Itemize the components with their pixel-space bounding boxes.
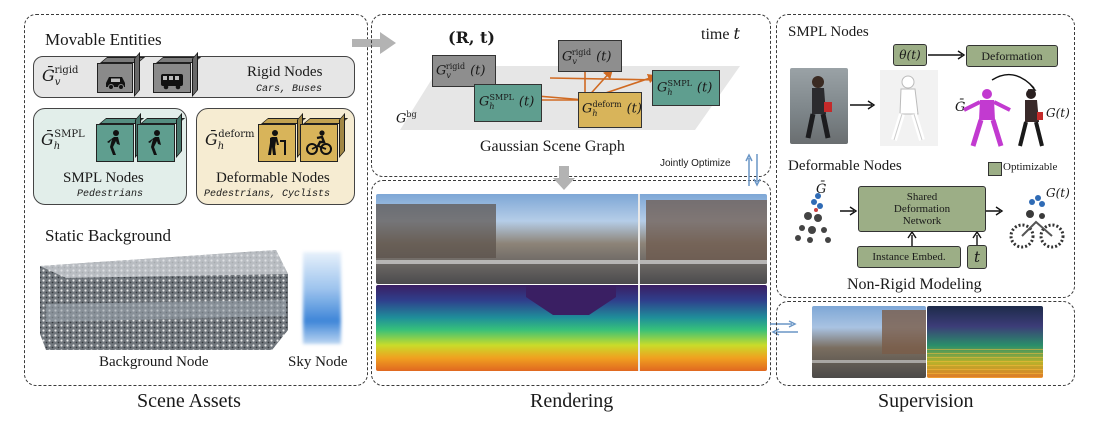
deformation-tag: Deformation [966, 45, 1058, 67]
scene-graph-panel [371, 14, 771, 177]
jointly-optimize-arrows [745, 153, 761, 187]
canonical-cyclist-pointcloud [795, 193, 831, 243]
elderly-walker-icon [268, 130, 286, 155]
shared-deformation-network: Shared Deformation Network [858, 186, 986, 232]
jointly-optimize-label: Jointly Optimize [660, 158, 731, 169]
sky-node-label: Sky Node [288, 354, 348, 370]
smpl-gaussian-node-2-label: GhSMPL(t) [657, 79, 713, 97]
smpl-nodes-label: SMPL Nodes [63, 170, 144, 186]
deformed-cyclist-pointcloud [1009, 195, 1065, 249]
scene-assets-title: Scene Assets [137, 390, 241, 412]
pedestrian-cube-2 [137, 124, 175, 162]
rigid-gaussian-node-1-label: Gvrigid(t) [436, 62, 486, 80]
bus-cube [153, 63, 191, 93]
theta-optimizable-tag: θ(t) [893, 44, 927, 66]
deform-g-bar-label: Ḡ [816, 182, 827, 197]
pedestrian-photo-figure [805, 76, 832, 139]
canonical-smpl-figure [963, 89, 1011, 147]
smpl-g-bar-label: Ḡ [955, 100, 966, 115]
background-gaussian-label: Gbg [396, 110, 417, 127]
deform-g-t-label: G(t) [1046, 186, 1070, 200]
posed-smpl-figure [1018, 89, 1044, 147]
smpl-mesh-figure [880, 70, 938, 146]
assets-to-graph-arrow [352, 32, 396, 54]
car-icon [106, 77, 125, 90]
gaussian-scene-graph-title: Gaussian Scene Graph [480, 138, 625, 155]
deformable-nodes-symbol: Ḡhdeform [205, 128, 255, 153]
pedestrian-photo [790, 68, 848, 144]
render-to-supervision-arrow [770, 320, 798, 336]
rigid-gaussian-node-1 [432, 55, 496, 87]
deformable-nodes-label: Deformable Nodes [216, 170, 330, 186]
pedestrian-icon [148, 130, 161, 155]
photo-to-smpl-arrow [850, 100, 876, 110]
time-label: time t [701, 24, 740, 43]
non-rigid-panel [776, 14, 1075, 298]
rendering-title: Rendering [530, 390, 614, 412]
rigid-nodes-symbol: Ḡvrigid [42, 64, 79, 89]
embed-to-network-arrow [907, 232, 917, 246]
rigid-nodes-label: Rigid Nodes [247, 64, 323, 80]
time-input-tag: t [967, 245, 987, 269]
instance-embed-tag: Instance Embed. [857, 246, 961, 268]
static-background-title: Static Background [45, 226, 172, 245]
graph-to-render-arrow [553, 166, 575, 190]
rigid-nodes-examples: Cars, Buses [256, 84, 323, 95]
smpl-gaussian-node-1 [474, 84, 542, 122]
t-to-network-arrow [972, 232, 982, 246]
smpl-nodes-section-title: SMPL Nodes [788, 24, 869, 40]
supervision-title: Supervision [878, 390, 974, 412]
cyclist-icon [306, 130, 332, 155]
deformable-nodes-section-title: Deformable Nodes [788, 158, 902, 174]
rigid-gaussian-node-2 [558, 40, 622, 72]
deformable-nodes-examples: Pedestrians, Cyclists [204, 189, 331, 200]
rendered-depth-image [376, 285, 767, 371]
sky-node-image [303, 252, 341, 344]
optimizable-legend-label: Optimizable [1003, 161, 1058, 173]
pointcloud-to-network-arrow [840, 206, 858, 216]
network-to-output-arrow [986, 206, 1004, 216]
smpl-nodes-examples: Pedestrians [77, 189, 144, 200]
car-cube [97, 63, 133, 93]
theta-to-deformation-arrow [928, 50, 966, 60]
optimizable-swatch [988, 162, 1002, 176]
pedestrian-cube-1 [96, 124, 134, 162]
deform-gaussian-node-label: Ghdeform(t) [582, 100, 642, 118]
smpl-gaussian-node-1-label: GhSMPL(t) [479, 93, 535, 111]
pose-label: (R, t) [448, 28, 495, 47]
supervision-rgb-image [812, 306, 926, 378]
non-rigid-modeling-title: Non-Rigid Modeling [847, 276, 982, 293]
background-pointcloud-image [40, 250, 288, 350]
supervision-panel [776, 301, 1075, 386]
cyclist-cube [300, 124, 338, 162]
elder-cube [258, 124, 296, 162]
bus-icon [161, 74, 183, 90]
supervision-depth-image [927, 306, 1043, 378]
movable-entities-title: Movable Entities [45, 30, 162, 49]
rigid-gaussian-node-2-label: Gvrigid(t) [562, 48, 612, 66]
smpl-nodes-symbol: ḠhSMPL [41, 128, 85, 153]
background-node-label: Background Node [99, 354, 209, 370]
smpl-g-t-label: G(t) [1046, 106, 1070, 120]
scene-assets-panel [24, 14, 368, 386]
smpl-gaussian-node-2 [652, 70, 720, 106]
deform-gaussian-node [578, 92, 642, 128]
pedestrian-icon [107, 130, 120, 155]
rendered-rgb-image [376, 194, 767, 284]
